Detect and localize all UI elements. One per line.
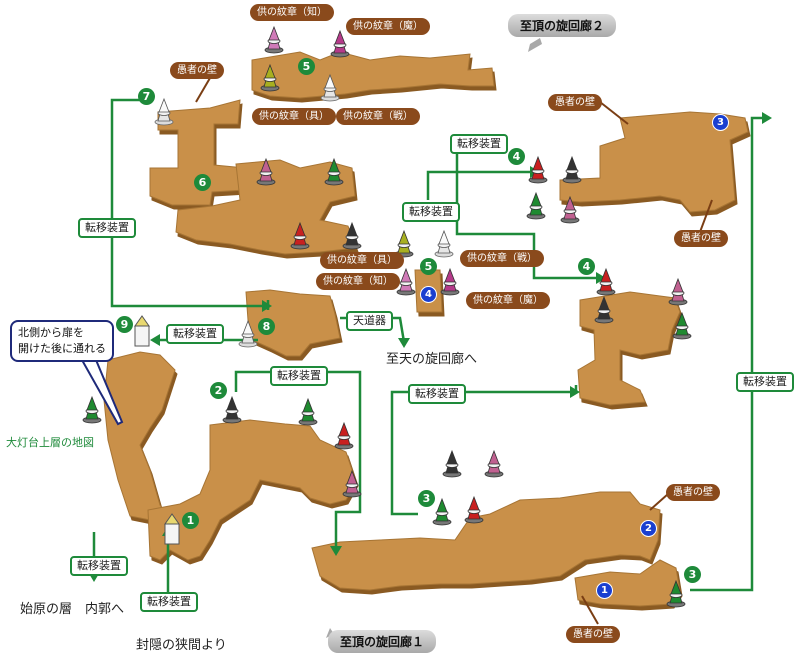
door-note: 北側から扉を 開けた後に通れる (10, 320, 114, 362)
emblem-knowledge-label: 供の紋章（知） (316, 273, 400, 290)
blue-marker-4: 4 (420, 286, 437, 303)
teleporter-label: 転移装置 (78, 218, 136, 238)
statue-war (320, 74, 340, 102)
statue-rm-b (668, 278, 688, 306)
marker-5: 5 (298, 58, 315, 75)
emblem-knowledge-label: 供の紋章（知） (250, 4, 334, 21)
marker-3: 3 (418, 490, 435, 507)
marker-6: 6 (194, 174, 211, 191)
statue-2b (298, 398, 318, 426)
teleporter-label: 転移装置 (70, 556, 128, 576)
marker-5: 5 (420, 258, 437, 275)
statue-tr-c (526, 192, 546, 220)
lighthouse-map-icon (82, 396, 102, 424)
origin-layer-text: 始原の層 内郭へ (20, 602, 125, 617)
statue-knowledge (264, 26, 284, 54)
marker-8: 8 (258, 318, 275, 335)
statue-tr-d (560, 196, 580, 224)
wall-label: 愚者の壁 (170, 62, 224, 79)
statue-center-magic (440, 268, 460, 296)
statue-7 (154, 98, 174, 126)
statue-6a (256, 158, 276, 186)
statue-3c (432, 498, 452, 526)
teleporter-label: 転移装置 (166, 324, 224, 344)
statue-rm-c (594, 296, 614, 324)
wall-label: 愚者の壁 (666, 484, 720, 501)
emblem-war-label: 供の紋章（戦） (460, 250, 544, 267)
emblem-magic-label: 供の紋章（魔） (346, 18, 430, 35)
door-note-line: 開けた後に通れる (18, 342, 106, 355)
teleporter-label: 転移装置 (736, 372, 794, 392)
wall-leader-lines (195, 77, 713, 625)
marker-9: 9 (116, 316, 133, 333)
statue-rm-d (672, 312, 692, 340)
statue-tool (260, 64, 280, 92)
to-heaven-corridor-text: 至天の旋回廊へ (386, 352, 478, 367)
statue-2c (334, 422, 354, 450)
statue-6b (324, 158, 344, 186)
statue-tr-b (562, 156, 582, 184)
statue-3b (484, 450, 504, 478)
upper-corridor-title: 至頂の旋回廊２ (508, 14, 617, 37)
statue-6c (290, 222, 310, 250)
wall-label: 愚者の壁 (548, 94, 602, 111)
upper-title-tail (528, 38, 542, 52)
statue-3d (464, 496, 484, 524)
teleporter-label: 転移装置 (140, 592, 198, 612)
statue-2a (222, 396, 242, 424)
statue-6d (342, 222, 362, 250)
statue-3a (442, 450, 462, 478)
from-sealed-gorge-text: 封隠の狭間より (136, 638, 227, 653)
statue-start-1 (164, 513, 180, 545)
statue-tr-a (528, 156, 548, 184)
statue-9 (134, 315, 150, 347)
blue-marker-1: 1 (596, 582, 613, 599)
wall-label: 愚者の壁 (674, 230, 728, 247)
emblem-war-label: 供の紋章（戦） (336, 108, 420, 125)
statue-magic (330, 30, 350, 58)
marker-1: 1 (182, 512, 199, 529)
wall-label: 愚者の壁 (566, 626, 620, 643)
teleporter-label: 転移装置 (450, 134, 508, 154)
marker-3: 3 (684, 566, 701, 583)
blue-marker-2: 2 (640, 520, 657, 537)
teleporter-label: 転移装置 (408, 384, 466, 404)
statue-center-war (434, 230, 454, 258)
marker-4: 4 (578, 258, 595, 275)
marker-2: 2 (210, 382, 227, 399)
lighthouse-map-text: 大灯台上層の地図 (6, 436, 94, 449)
teleporter-label: 転移装置 (402, 202, 460, 222)
statue-8 (238, 320, 258, 348)
heaven-road-label: 天道器 (346, 311, 393, 331)
statue-br (666, 580, 686, 608)
emblem-magic-label: 供の紋章（魔） (466, 292, 550, 309)
marker-7: 7 (138, 88, 155, 105)
marker-4: 4 (508, 148, 525, 165)
teleporter-label: 転移装置 (270, 366, 328, 386)
emblem-tool-label: 供の紋章（具） (320, 252, 404, 269)
door-note-line: 北側から扉を (18, 326, 84, 339)
emblem-tool-label: 供の紋章（具） (252, 108, 336, 125)
statue-2d (342, 470, 362, 498)
lower-corridor-title: 至頂の旋回廊１ (328, 630, 437, 653)
blue-marker-3: 3 (712, 114, 729, 131)
statue-rm-a (596, 268, 616, 296)
